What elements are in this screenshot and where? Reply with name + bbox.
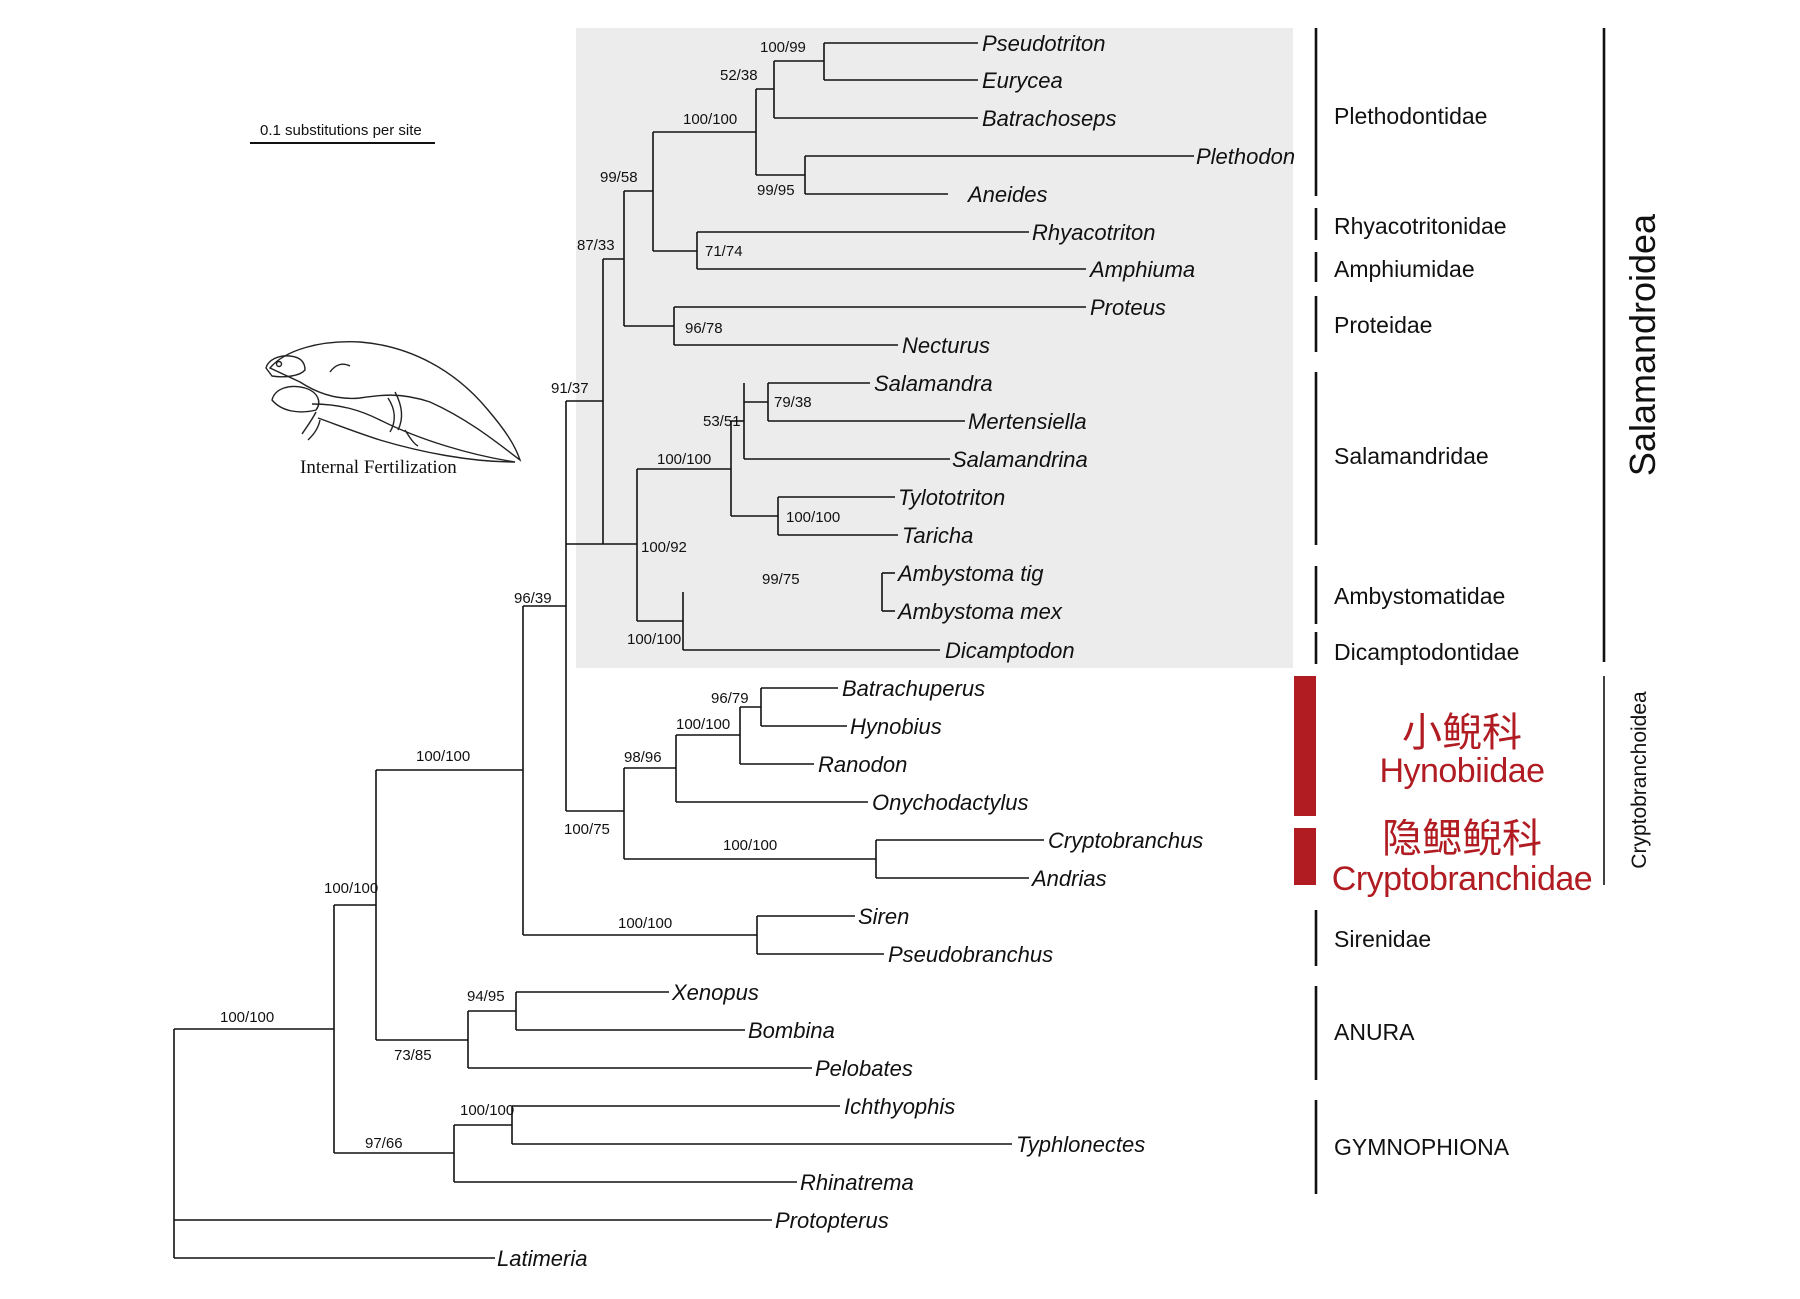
family-label: Salamandridae [1334, 443, 1489, 469]
cryptobranchidae-cn-label: 隐鳃鲵科 [1382, 816, 1542, 862]
family-label: Sirenidae [1334, 926, 1431, 952]
support-label: 100/100 [618, 915, 672, 932]
support-label: 100/100 [657, 451, 711, 468]
scale-bar-label: 0.1 substitutions per site [260, 122, 422, 139]
support-label: 99/75 [762, 571, 800, 588]
taxon-label: Amphiuma [1088, 257, 1195, 282]
taxon-label: Batrachuperus [842, 676, 985, 701]
taxon-label: Ichthyophis [844, 1094, 955, 1119]
support-label: 100/100 [676, 716, 730, 733]
taxon-label: Plethodon [1196, 144, 1295, 169]
family-brackets: PlethodontidaeRhyacotritonidaeAmphiumida… [1314, 28, 1519, 1194]
support-label: 100/100 [723, 837, 777, 854]
taxon-label: Eurycea [982, 68, 1063, 93]
support-label: 71/74 [705, 243, 743, 260]
taxon-label: Xenopus [671, 980, 759, 1005]
taxon-label: Bombina [748, 1018, 835, 1043]
support-label: 98/96 [624, 749, 662, 766]
support-label: 94/95 [467, 988, 505, 1005]
family-label: Ambystomatidae [1334, 583, 1505, 609]
salamander-illustration [265, 341, 522, 463]
taxon-label: Dicamptodon [945, 638, 1075, 663]
taxon-label: Mertensiella [968, 409, 1087, 434]
family-label: Amphiumidae [1334, 256, 1475, 282]
support-label: 99/95 [757, 182, 795, 199]
support-label: 100/92 [641, 539, 687, 556]
taxon-label: Ranodon [818, 752, 907, 777]
taxon-label: Proteus [1090, 295, 1166, 320]
cryptobranchidae-red-bar [1294, 828, 1316, 885]
family-label: ANURA [1334, 1019, 1415, 1045]
taxon-label: Hynobius [850, 714, 942, 739]
support-label: 96/39 [514, 590, 552, 607]
taxon-label: Pseudotriton [982, 31, 1106, 56]
hynobiidae-cn-label: 小鲵科 [1402, 710, 1522, 756]
family-label: GYMNOPHIONA [1334, 1134, 1510, 1160]
support-label: 100/100 [627, 631, 681, 648]
taxon-label: Typhlonectes [1016, 1132, 1145, 1157]
taxon-label: Siren [858, 904, 909, 929]
support-label: 52/38 [720, 67, 758, 84]
salamandroidea-label: Salamandroidea [1622, 213, 1663, 476]
support-label: 96/79 [711, 690, 749, 707]
family-label: Proteidae [1334, 312, 1432, 338]
hynobiidae-en-label: Hynobiidae [1379, 752, 1544, 790]
support-label: 100/100 [220, 1009, 274, 1026]
family-label: Dicamptodontidae [1334, 639, 1519, 665]
support-label: 100/75 [564, 821, 610, 838]
support-label: 100/100 [683, 111, 737, 128]
cryptobranchidae-en-label: Cryptobranchidae [1332, 860, 1592, 898]
taxon-label: Rhyacotriton [1032, 220, 1156, 245]
support-label: 91/37 [551, 380, 589, 397]
taxon-label: Salamandrina [952, 447, 1088, 472]
taxon-label: Necturus [902, 333, 990, 358]
cryptobranchoidea-label: Cryptobranchoidea [1628, 691, 1651, 869]
taxon-label: Onychodactylus [872, 790, 1029, 815]
taxon-label: Rhinatrema [800, 1170, 914, 1195]
salamandroidea-highlight-box [576, 28, 1293, 668]
support-label: 79/38 [774, 394, 812, 411]
taxon-label: Protopterus [775, 1208, 889, 1233]
support-label: 73/85 [394, 1047, 432, 1064]
tree-branches [173, 42, 1194, 1259]
tree-labels: PseudotritonEuryceaBatrachosepsPlethodon… [220, 31, 1295, 1271]
taxon-label: Cryptobranchus [1048, 828, 1203, 853]
support-label: 100/100 [460, 1102, 514, 1119]
taxon-label: Pelobates [815, 1056, 913, 1081]
taxon-label: Salamandra [874, 371, 993, 396]
family-label: Rhyacotritonidae [1334, 213, 1507, 239]
taxon-label: Batrachoseps [982, 106, 1117, 131]
hynobiidae-red-bar [1294, 676, 1316, 816]
family-label: Plethodontidae [1334, 103, 1487, 129]
taxon-label: Andrias [1030, 866, 1107, 891]
taxon-label: Aneides [966, 182, 1048, 207]
support-label: 100/100 [786, 509, 840, 526]
taxon-label: Latimeria [497, 1246, 587, 1271]
support-label: 96/78 [685, 320, 723, 337]
support-label: 100/99 [760, 39, 806, 56]
support-label: 87/33 [577, 237, 615, 254]
taxon-label: Pseudobranchus [888, 942, 1053, 967]
taxon-label: Tylototriton [898, 485, 1005, 510]
taxon-label: Taricha [902, 523, 973, 548]
illustration-caption: Internal Fertilization [300, 457, 457, 478]
support-label: 97/66 [365, 1135, 403, 1152]
support-label: 99/58 [600, 169, 638, 186]
taxon-label: Ambystoma mex [896, 599, 1063, 624]
support-label: 100/100 [416, 748, 470, 765]
support-label: 100/100 [324, 880, 378, 897]
taxon-label: Ambystoma tig [896, 561, 1044, 586]
support-label: 53/51 [703, 413, 741, 430]
